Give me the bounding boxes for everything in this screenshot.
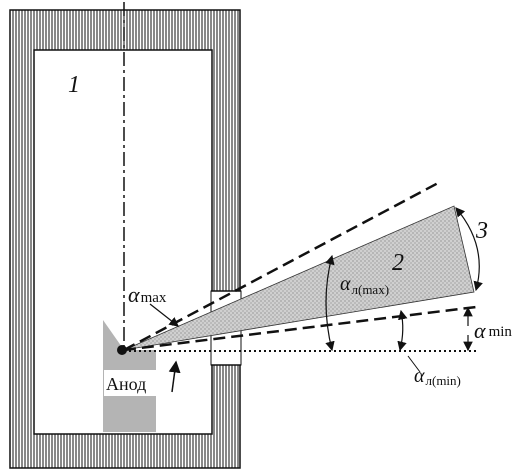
- label-beam-number: 2: [392, 250, 404, 276]
- housing-wall: [9, 9, 241, 469]
- min-boundary-line: [123, 305, 477, 352]
- arc-3: [455, 207, 483, 292]
- label-arc-number: 3: [475, 218, 488, 244]
- focal-point: [117, 345, 127, 355]
- alpha-l-min-leader: [407, 355, 421, 373]
- beam-wedge: [123, 205, 475, 351]
- alpha-max-pointer: [149, 303, 179, 327]
- label-housing-number: 1: [68, 72, 80, 98]
- label-anode: Анод: [106, 374, 146, 394]
- label-alpha-max: αmax: [128, 282, 167, 307]
- label-alpha-l-min: αл(min): [414, 365, 461, 388]
- arc-alpha-l-min: [397, 309, 408, 352]
- label-alpha-l-max: αл(max): [340, 273, 389, 297]
- anode-arrow: [168, 360, 181, 393]
- arc-alpha-l-max: [325, 254, 335, 352]
